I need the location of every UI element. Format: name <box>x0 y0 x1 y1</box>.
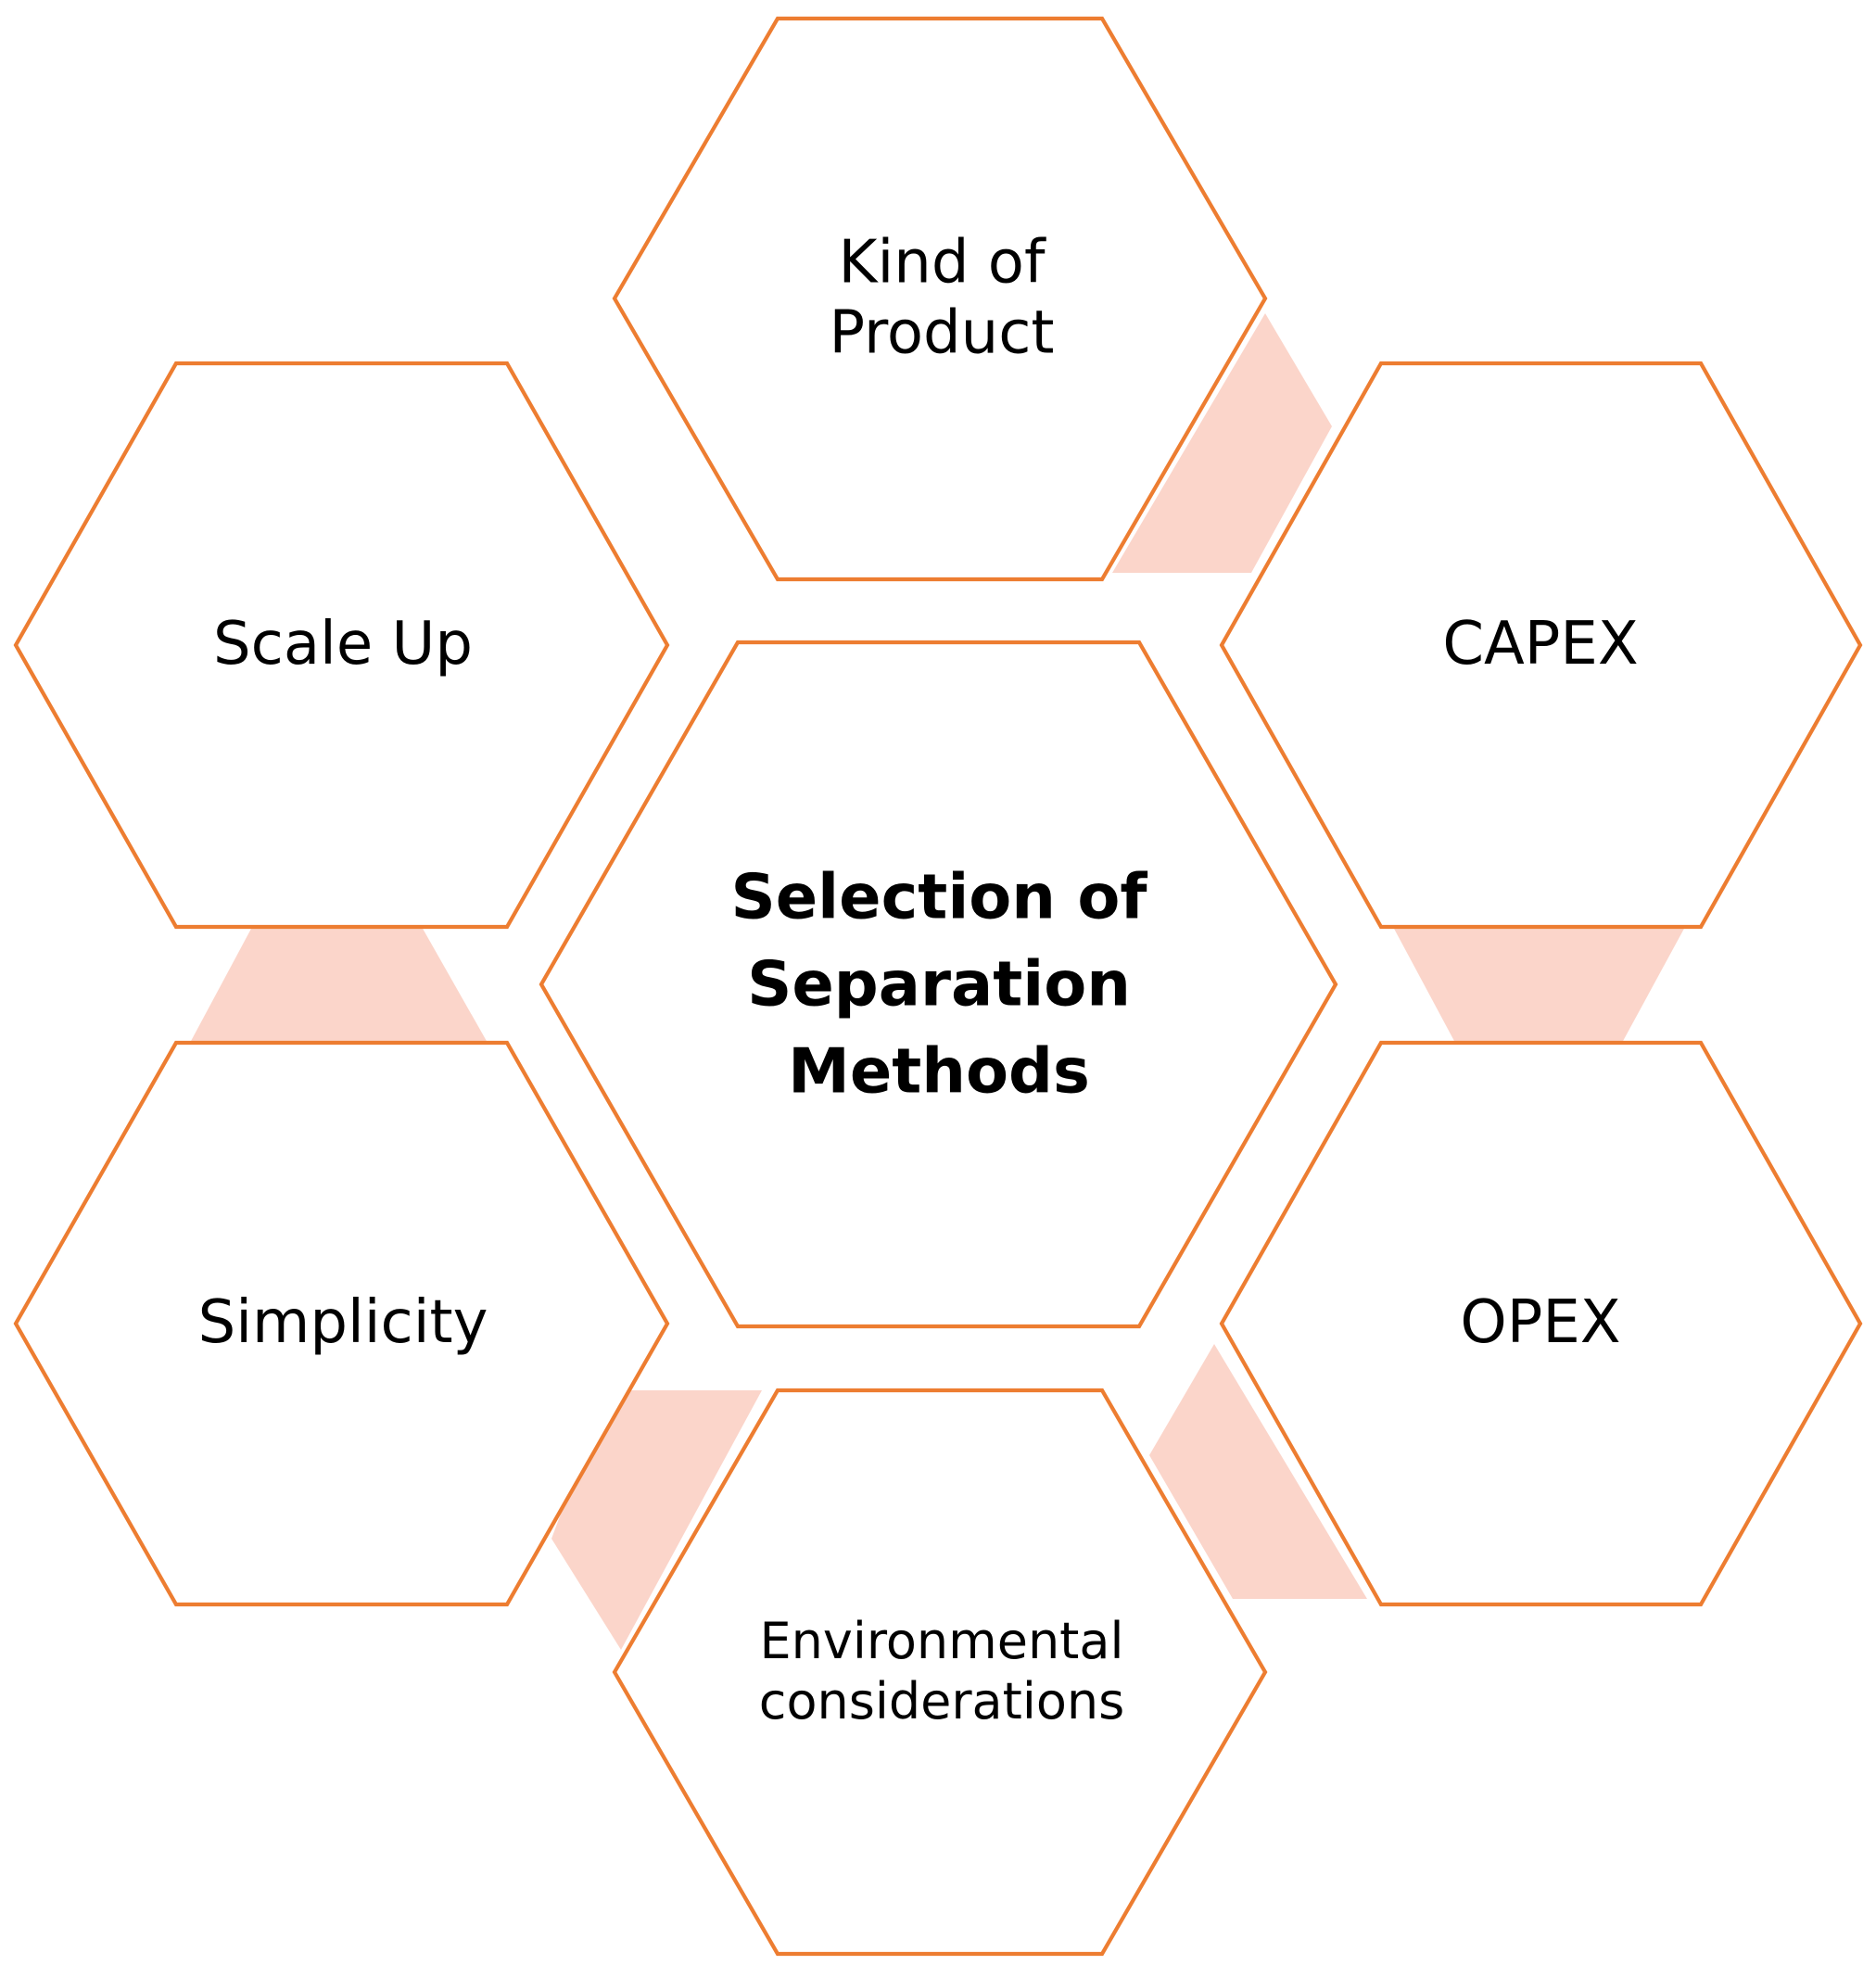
connector-environmental-simplicity <box>551 1390 762 1650</box>
environmental-considerations-label: Environmental considerations <box>758 1612 1125 1730</box>
connector-bands <box>190 313 1685 1650</box>
hexagon-capex <box>1219 361 1863 930</box>
connector-opex-environmental <box>1149 1344 1367 1599</box>
connector-capex-opex <box>1393 927 1685 1043</box>
hexagon-opex <box>1219 1040 1863 1607</box>
scale-up-label: Scale Up <box>213 610 473 679</box>
opex-label: OPEX <box>1460 1288 1621 1358</box>
hexagon-environmental <box>612 1388 1268 1957</box>
hexagon-kind-of-product <box>612 16 1268 582</box>
capex-label: CAPEX <box>1442 610 1639 679</box>
kind-of-product-label: Kind of Product <box>829 228 1055 367</box>
connector-simplicity-scaleup <box>190 927 488 1043</box>
hexagon-simplicity <box>13 1040 670 1607</box>
hexagon-shapes <box>13 16 1863 1957</box>
hexagon-center <box>539 640 1338 1329</box>
center-title-label: Selection of Separation Methods <box>730 860 1147 1107</box>
hexagon-scale-up <box>13 361 670 930</box>
simplicity-label: Simplicity <box>197 1288 488 1358</box>
connector-kind-capex <box>1112 313 1332 573</box>
